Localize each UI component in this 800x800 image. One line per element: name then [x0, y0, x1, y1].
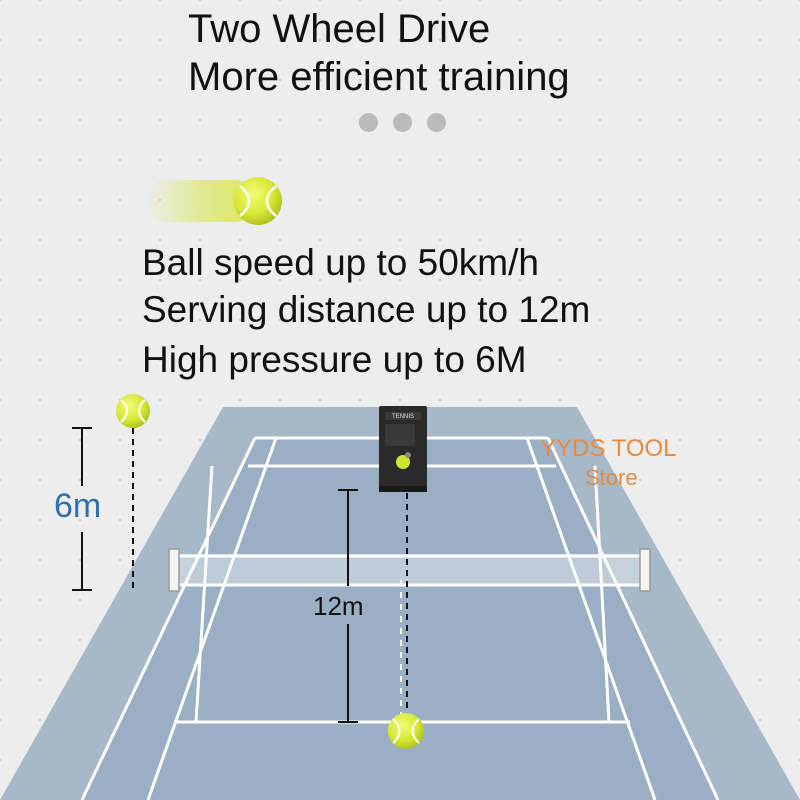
height-dimension: [72, 427, 92, 591]
headline-line-2: More efficient training: [188, 55, 570, 99]
distance-dimension: [338, 489, 358, 723]
carousel-dot[interactable]: [427, 113, 446, 132]
carousel-dot[interactable]: [393, 113, 412, 132]
height-label: 6m: [54, 487, 102, 525]
carousel-dot[interactable]: [359, 113, 378, 132]
court-lines: [80, 436, 720, 800]
tennis-ball-high: [116, 394, 150, 428]
tennis-net: [168, 548, 651, 592]
distance-label: 12m: [313, 591, 364, 621]
spec-ball-speed: Ball speed up to 50km/h: [142, 242, 539, 283]
spec-serving-distance: Serving distance up to 12m: [142, 289, 591, 330]
watermark-line-2: Store: [585, 465, 638, 490]
spec-pressure: High pressure up to 6M: [142, 339, 527, 380]
headline-line-1: Two Wheel Drive: [188, 7, 491, 51]
tennis-ball-landing: [388, 713, 424, 749]
machine-brand: TENNIS: [392, 414, 414, 420]
ball-machine-icon: TENNIS: [379, 406, 427, 492]
watermark-line-1: YYDS TOOL: [540, 435, 677, 462]
